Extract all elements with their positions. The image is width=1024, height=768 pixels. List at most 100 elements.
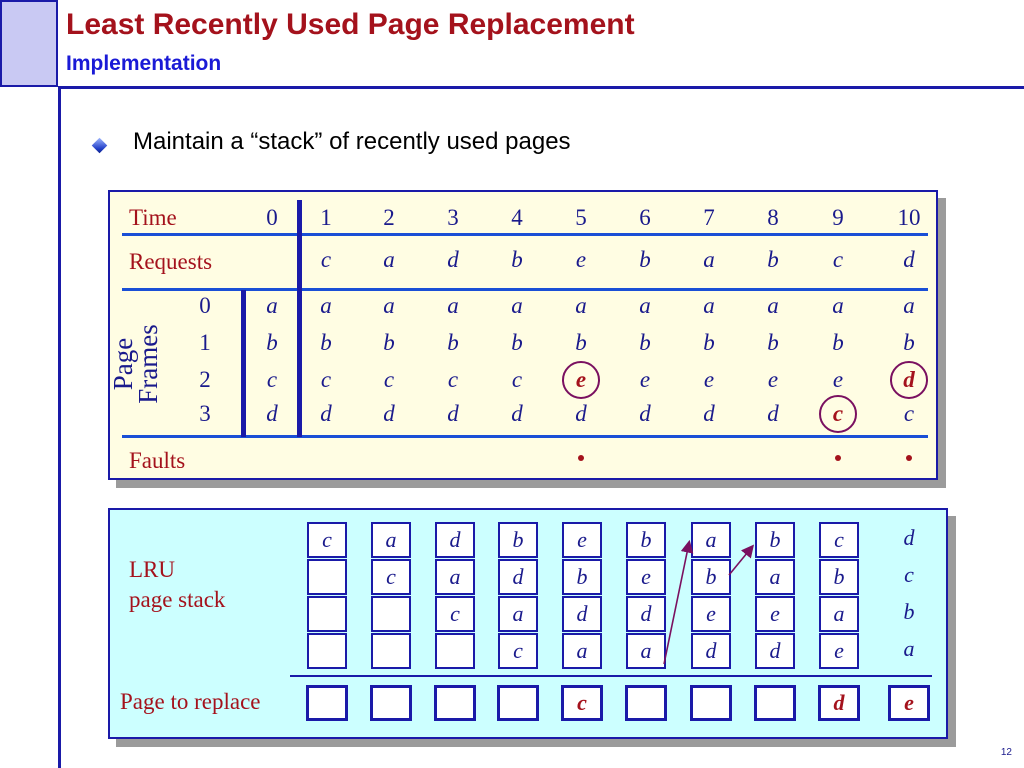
stack-slot: b bbox=[819, 559, 859, 595]
stack-slot: b bbox=[691, 559, 731, 595]
table-divider-requests bbox=[297, 200, 302, 437]
slide-title: Least Recently Used Page Replacement bbox=[66, 8, 635, 41]
stack-slot: d bbox=[755, 633, 795, 669]
page-number: 12 bbox=[1000, 747, 1012, 758]
table-rule-bottom bbox=[122, 435, 928, 438]
page-frames-panel bbox=[108, 190, 938, 480]
page-to-replace-label: Page to replace bbox=[120, 689, 261, 714]
time-label: Time bbox=[129, 205, 177, 230]
table-divider-frames bbox=[241, 290, 246, 437]
frame-0-t0: a bbox=[266, 293, 278, 318]
left-rule bbox=[58, 86, 61, 768]
replace-slot-9: d bbox=[818, 685, 860, 721]
bullet-diamond-icon bbox=[91, 137, 108, 154]
time-10: 10 bbox=[897, 205, 921, 230]
frame-1-t8: b bbox=[767, 330, 779, 355]
stack-slot bbox=[307, 596, 347, 632]
frame-2-t1: c bbox=[320, 367, 332, 392]
replace-slot-6 bbox=[625, 685, 667, 721]
frame-0-t7: a bbox=[703, 293, 715, 318]
request-10: d bbox=[903, 247, 915, 272]
frame-3-t1: d bbox=[320, 401, 332, 426]
request-8: b bbox=[767, 247, 779, 272]
page-frames-line2: Frames bbox=[133, 324, 163, 404]
frame-0-t1: a bbox=[320, 293, 332, 318]
replaced-page-circle bbox=[890, 361, 928, 399]
replaced-page-circle bbox=[819, 395, 857, 433]
frame-0-t5: a bbox=[575, 293, 587, 318]
stack-slot: c bbox=[435, 596, 475, 632]
stack-slot: d bbox=[691, 633, 731, 669]
frame-3-t8: d bbox=[767, 401, 779, 426]
frame-1-t5: b bbox=[575, 330, 587, 355]
frame-1-t9: b bbox=[832, 330, 844, 355]
frame-3-t6: d bbox=[639, 401, 651, 426]
frame-1-t10: b bbox=[903, 330, 915, 355]
frame-0-t4: a bbox=[511, 293, 523, 318]
frame-index-2: 2 bbox=[199, 367, 211, 392]
stack-slot bbox=[435, 633, 475, 669]
frame-1-t7: b bbox=[703, 330, 715, 355]
replace-slot-4 bbox=[497, 685, 539, 721]
time-4: 4 bbox=[511, 205, 523, 230]
time-0: 0 bbox=[266, 205, 278, 230]
time-7: 7 bbox=[703, 205, 715, 230]
stack-slot bbox=[307, 559, 347, 595]
frame-0-t2: a bbox=[383, 293, 395, 318]
stack-slot bbox=[371, 633, 411, 669]
stack-slot bbox=[307, 633, 347, 669]
frame-3-t7: d bbox=[703, 401, 715, 426]
frame-index-3: 3 bbox=[199, 401, 211, 426]
stack-slot: b bbox=[903, 599, 915, 624]
frame-1-t0: b bbox=[266, 330, 278, 355]
stack-column-1: c bbox=[307, 522, 347, 670]
time-8: 8 bbox=[767, 205, 779, 230]
replace-slot-10: e bbox=[888, 685, 930, 721]
table-rule-top bbox=[122, 233, 928, 236]
frame-1-t2: b bbox=[383, 330, 395, 355]
stack-slot: d bbox=[903, 525, 915, 550]
frame-1-t6: b bbox=[639, 330, 651, 355]
frame-3-t3: d bbox=[447, 401, 459, 426]
stack-slot: a bbox=[435, 559, 475, 595]
frame-3-t10: c bbox=[903, 401, 915, 426]
stack-slot: a bbox=[819, 596, 859, 632]
lru-label: LRU page stack bbox=[129, 555, 225, 615]
frame-0-t3: a bbox=[447, 293, 459, 318]
frame-0-t10: a bbox=[903, 293, 915, 318]
stack-slot: d bbox=[562, 596, 602, 632]
stack-slot: b bbox=[562, 559, 602, 595]
replace-slot-7 bbox=[690, 685, 732, 721]
stack-slot: d bbox=[626, 596, 666, 632]
frame-2-t7: e bbox=[703, 367, 715, 392]
stack-slot: a bbox=[498, 596, 538, 632]
request-4: b bbox=[511, 247, 523, 272]
frame-3-t0: d bbox=[266, 401, 278, 426]
faults-label: Faults bbox=[129, 448, 186, 473]
bullet-text: Maintain a “stack” of recently used page… bbox=[133, 128, 571, 155]
stack-slot bbox=[371, 596, 411, 632]
stack-slot: c bbox=[904, 562, 914, 587]
frame-2-t4: c bbox=[511, 367, 523, 392]
stack-slot: a bbox=[626, 633, 666, 669]
stack-slot: a bbox=[371, 522, 411, 558]
frame-2-t8: e bbox=[767, 367, 779, 392]
fault-dot-5 bbox=[578, 455, 584, 461]
request-7: a bbox=[703, 247, 715, 272]
stack-rule bbox=[290, 675, 932, 677]
fault-dot-10 bbox=[906, 455, 912, 461]
lru-label-line1: LRU bbox=[129, 557, 175, 582]
request-5: e bbox=[575, 247, 587, 272]
stack-slot: c bbox=[498, 633, 538, 669]
replace-slot-2 bbox=[370, 685, 412, 721]
time-2: 2 bbox=[383, 205, 395, 230]
frame-0-t9: a bbox=[832, 293, 844, 318]
stack-slot: d bbox=[498, 559, 538, 595]
time-1: 1 bbox=[320, 205, 332, 230]
